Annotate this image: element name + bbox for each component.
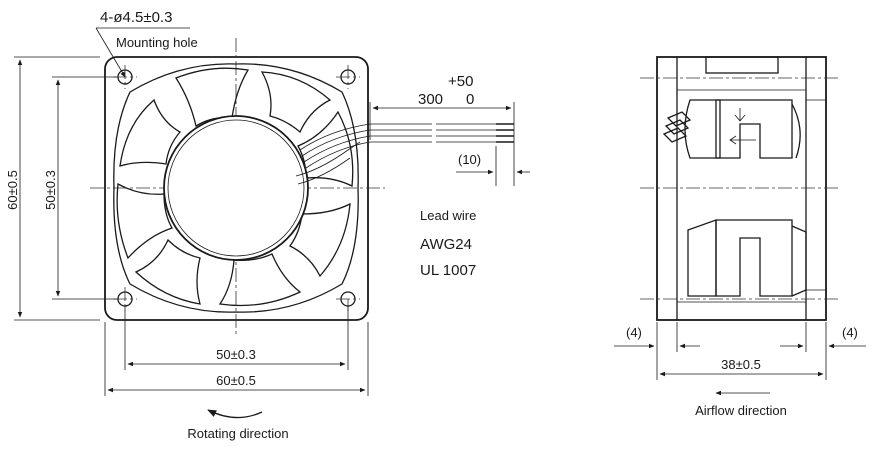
svg-text:60±0.5: 60±0.5 (216, 373, 256, 388)
wire-length-label: 300 (418, 91, 443, 108)
dim-width-outer: 60±0.5 (104, 322, 369, 396)
side-dim-left-label: (4) (626, 325, 642, 340)
label-arrow-down (734, 108, 746, 122)
hole-spec-label: 4-ø4.5±0.3 (100, 9, 172, 26)
svg-text:60±0.5: 60±0.5 (5, 170, 20, 210)
side-dim-right-label: (4) (842, 325, 858, 340)
wire-tol-upper: +50 (448, 73, 473, 90)
venturi-outline (113, 63, 359, 313)
rotating-direction-label: Rotating direction (187, 426, 288, 441)
front-view: 4-ø4.5±0.3 Mounting hole 60±0.5 50±0.3 5… (5, 9, 432, 441)
label-arrow-left (729, 135, 756, 145)
hole-leader (95, 27, 126, 78)
side-struts-bottom (687, 219, 807, 297)
label-plate (705, 56, 779, 74)
dim-height-inner: 50±0.3 (43, 76, 118, 300)
fan-hub (163, 115, 309, 261)
rotation-arrow (207, 409, 263, 419)
mounting-hole-label: Mounting hole (116, 35, 198, 50)
lead-wire-title: Lead wire (420, 208, 476, 223)
side-view: (4) (4) 38±0.5 Airflow direction (614, 56, 866, 418)
strip-length-label: (10) (458, 152, 481, 167)
svg-text:50±0.3: 50±0.3 (43, 170, 58, 210)
wire-tol-lower: 0 (466, 91, 474, 108)
wire-grommet (662, 111, 692, 143)
lead-wire-gauge: AWG24 (420, 236, 472, 253)
dim-width-inner: 50±0.3 (124, 306, 349, 370)
airflow-direction-label: Airflow direction (695, 403, 787, 418)
lead-wire-detail: 300 +50 0 (10) Lead wire AWG24 UL 1007 (369, 73, 530, 279)
wire-ends (369, 102, 515, 186)
side-dim-depth-label: 38±0.5 (721, 357, 761, 372)
side-body (656, 56, 827, 321)
dim-height-outer: 60±0.5 (5, 56, 100, 321)
side-struts-top (684, 99, 801, 159)
svg-text:50±0.3: 50±0.3 (216, 347, 256, 362)
lead-wire-standard: UL 1007 (420, 262, 476, 279)
fan-hub-inner (167, 119, 305, 257)
